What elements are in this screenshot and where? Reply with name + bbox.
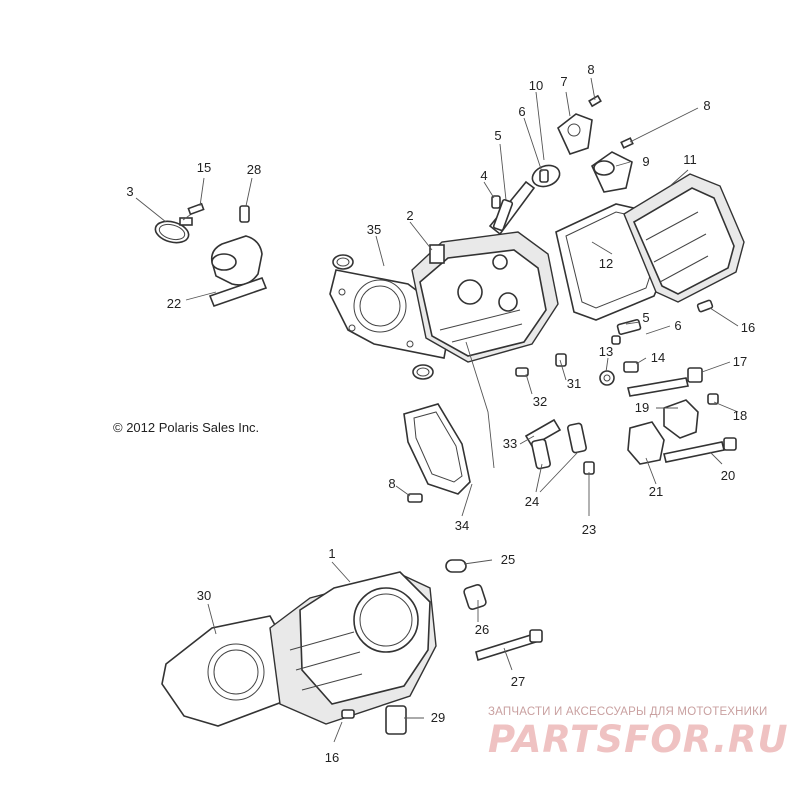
callout-14: 14 <box>651 350 665 365</box>
callout-8: 8 <box>587 62 594 77</box>
callout-15: 15 <box>197 160 211 175</box>
coolant-outlet-parts <box>531 94 634 193</box>
callout-21: 21 <box>649 484 663 499</box>
callout-29: 29 <box>431 710 445 725</box>
callout-35: 35 <box>367 222 381 237</box>
callout-1: 1 <box>328 546 335 561</box>
callout-12: 12 <box>599 256 613 271</box>
valve-cover-assembly <box>555 173 745 321</box>
watermark-tagline: ЗАПЧАСТИ И АКСЕССУАРЫ ДЛЯ МОТОТЕХНИКИ <box>488 706 768 718</box>
callout-32: 32 <box>533 394 547 409</box>
callout-26: 26 <box>475 622 489 637</box>
callout-13: 13 <box>599 344 613 359</box>
callout-5: 5 <box>494 128 501 143</box>
callout-20: 20 <box>721 468 735 483</box>
callout-34: 34 <box>455 518 469 533</box>
callout-23: 23 <box>582 522 596 537</box>
callout-31: 31 <box>567 376 581 391</box>
callout-3: 3 <box>126 184 133 199</box>
callout-8: 8 <box>703 98 710 113</box>
cylinder-head <box>411 180 559 363</box>
callout-19: 19 <box>635 400 649 415</box>
copyright-notice: © 2012 Polaris Sales Inc. <box>113 420 260 435</box>
cylinder-assembly <box>161 559 543 735</box>
callout-6: 6 <box>518 104 525 119</box>
watermark-logo: PARTSFOR.RU <box>488 718 789 761</box>
callout-16: 16 <box>741 320 755 335</box>
callout-5: 5 <box>642 310 649 325</box>
leader-lines <box>135 77 739 743</box>
callout-numbers: 10 7 8 8 6 5 9 11 4 15 28 3 35 2 12 22 5… <box>126 62 755 765</box>
callout-2: 2 <box>406 208 413 223</box>
callout-9: 9 <box>642 154 649 169</box>
callout-30: 30 <box>197 588 211 603</box>
callout-11: 11 <box>683 152 697 167</box>
callout-4: 4 <box>480 168 487 183</box>
callout-28: 28 <box>247 162 261 177</box>
callout-16: 16 <box>325 750 339 765</box>
intake-assembly <box>154 202 268 308</box>
callout-7: 7 <box>560 74 567 89</box>
callout-6: 6 <box>674 318 681 333</box>
tensioner-and-springs <box>403 403 595 503</box>
callout-8: 8 <box>388 476 395 491</box>
callout-24: 24 <box>525 494 539 509</box>
callout-25: 25 <box>501 552 515 567</box>
callout-10: 10 <box>529 78 543 93</box>
callout-22: 22 <box>167 296 181 311</box>
callout-18: 18 <box>733 408 747 423</box>
callout-33: 33 <box>503 436 517 451</box>
small-hardware <box>491 169 737 465</box>
callout-17: 17 <box>733 354 747 369</box>
callout-27: 27 <box>511 674 525 689</box>
